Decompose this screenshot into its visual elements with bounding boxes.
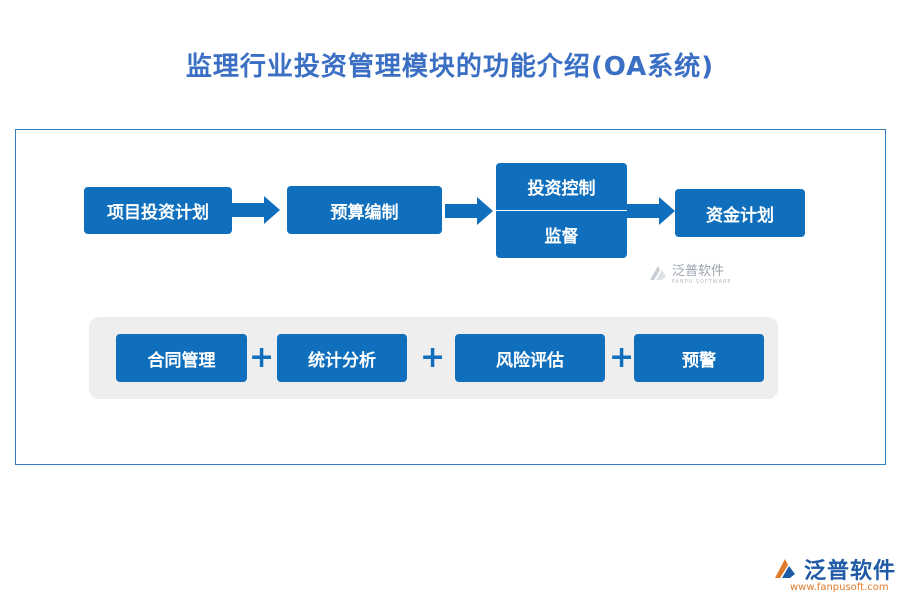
watermark-name: 泛普软件 [672, 264, 725, 279]
diagram-frame [15, 129, 886, 465]
watermark-logo-icon [650, 265, 666, 280]
flow-box-investment-control: 投资控制 [496, 163, 627, 210]
plus-sign: + [609, 340, 635, 375]
flow-arrow-2 [445, 197, 493, 225]
plus-sign: + [420, 340, 446, 375]
watermark: 泛普软件 FANPU SOFTWARE [648, 260, 732, 285]
plus-sign: + [249, 340, 275, 375]
watermark-sub: FANPU SOFTWARE [672, 279, 732, 285]
brand-url: www.fanpusoft.com [790, 582, 889, 593]
flow-box-project-investment-plan: 项目投资计划 [84, 187, 232, 234]
module-box-statistical-analysis: 统计分析 [277, 334, 407, 382]
flow-box-fund-plan: 资金计划 [675, 189, 805, 237]
page-title: 监理行业投资管理模块的功能介绍(OA系统) [185, 52, 715, 82]
flow-arrow-3 [627, 197, 675, 225]
brand-logo: 泛普软件 [772, 553, 896, 585]
brand-logo-icon [775, 559, 795, 578]
flow-arrow-1 [232, 196, 280, 224]
brand-name: 泛普软件 [804, 559, 897, 584]
module-box-warning: 预警 [634, 334, 764, 382]
flow-box-supervision: 监督 [496, 211, 627, 258]
flow-box-budget-preparation: 预算编制 [287, 186, 442, 234]
module-box-contract-management: 合同管理 [116, 334, 247, 382]
module-box-risk-assessment: 风险评估 [455, 334, 605, 382]
